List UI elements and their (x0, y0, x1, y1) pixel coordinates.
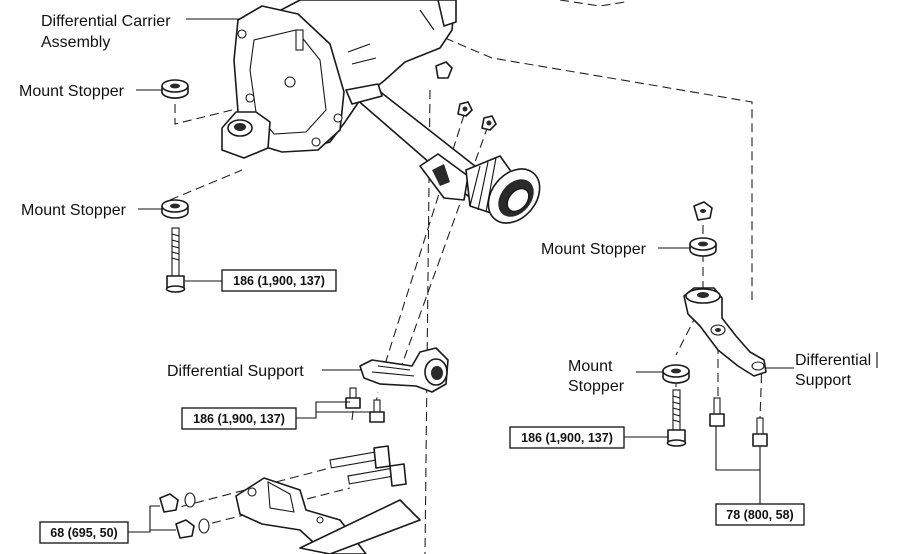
label-differential-carrier-line2: Assembly (41, 34, 110, 51)
mount-stopper-upper-left (161, 79, 189, 99)
torque-box-right-mount: 186 (1,900, 137) (509, 426, 625, 449)
torque-text-center-support: 186 (1,900, 137) (193, 412, 285, 426)
torque-box-crossmember-nuts: 68 (695, 50) (39, 521, 129, 544)
label-mount-stopper-upper-left: Mount Stopper (19, 83, 125, 100)
label-mount-stopper-right-lower-line1: Mount (568, 358, 613, 375)
crossmember (159, 445, 421, 554)
torque-text-crossmember-nuts: 68 (695, 50) (50, 526, 117, 540)
torque-text-right-support: 78 (800, 58) (726, 508, 793, 522)
label-differential-support-right-line2: Support (795, 372, 852, 389)
mount-stopper-right-upper (689, 237, 717, 257)
label-differential-carrier-line1: Differential Carrier (41, 13, 171, 30)
torque-box-center-support: 186 (1,900, 137) (181, 407, 297, 430)
mount-stopper-lower-left (161, 199, 189, 219)
mount-stopper-right-lower (662, 364, 690, 384)
mount-bolt-left (165, 227, 186, 293)
torque-text-right-mount: 186 (1,900, 137) (521, 431, 613, 445)
torque-box-left-mount: 186 (1,900, 137) (221, 269, 337, 292)
support-nuts-upper (457, 101, 497, 131)
label-mount-stopper-right-lower-line2: Stopper (568, 378, 625, 395)
label-mount-stopper-lower-left: Mount Stopper (21, 202, 127, 219)
label-differential-support-center: Differential Support (167, 363, 304, 380)
leader-lines (128, 18, 794, 533)
part-labels: Differential Carrier Assembly Mount Stop… (19, 13, 871, 395)
axle-tube (345, 83, 541, 224)
right-nut-top (693, 201, 713, 221)
torque-box-right-support: 78 (800, 58) (715, 503, 805, 526)
support-bolts-right (709, 397, 768, 447)
torque-spec-boxes: 186 (1,900, 137) 186 (1,900, 137) 186 (1… (39, 269, 805, 544)
torque-text-left-mount: 186 (1,900, 137) (233, 274, 325, 288)
mount-bolt-right (666, 389, 687, 447)
differential-support-right (683, 287, 767, 377)
differential-carrier-assembly (221, 0, 457, 159)
differential-support-center (345, 347, 449, 423)
label-mount-stopper-right-upper: Mount Stopper (541, 241, 647, 258)
alignment-lines (167, 0, 763, 554)
label-differential-support-right-line1: Differential (795, 352, 871, 369)
